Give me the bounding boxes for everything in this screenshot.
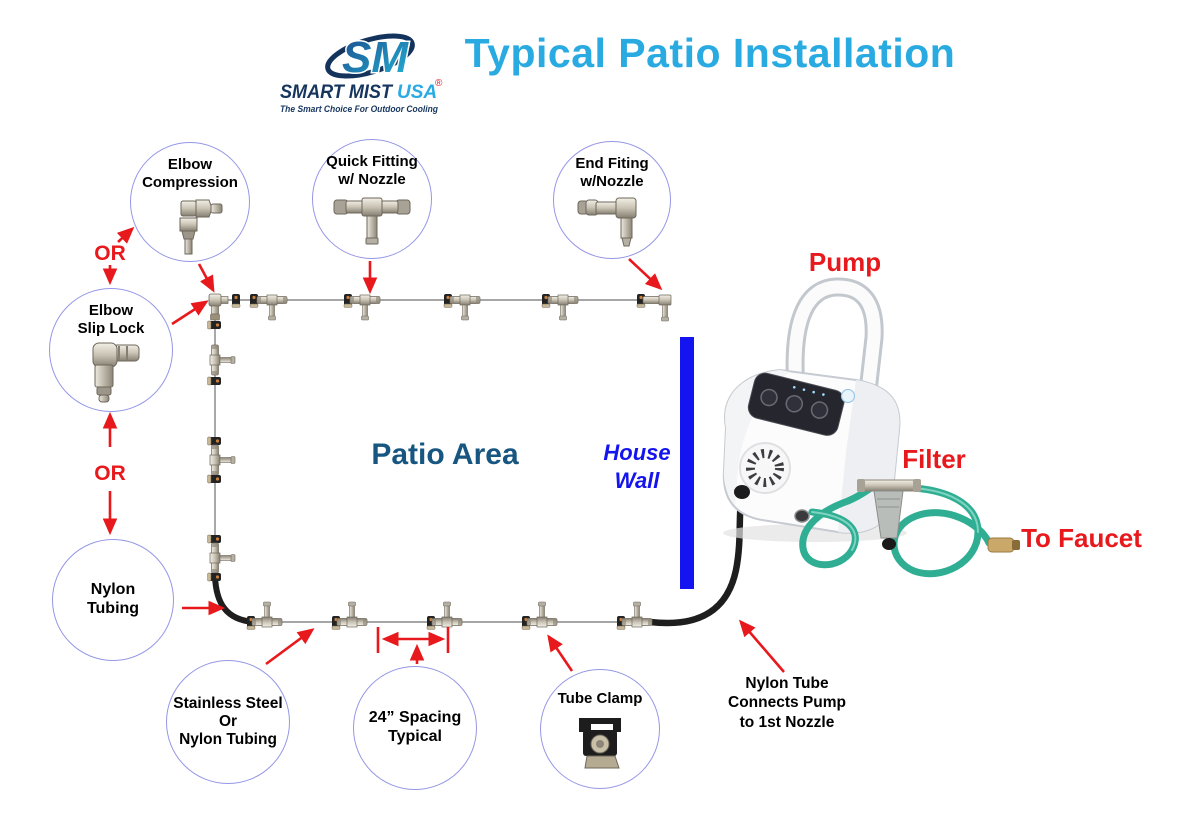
to-faucet-label: To Faucet — [1021, 523, 1142, 553]
faucet-fitting — [987, 537, 1020, 553]
callout-label: Nylon Tubing — [86, 581, 140, 617]
or-label-top: OR — [94, 242, 126, 265]
callout-nylon-tubing: Nylon Tubing — [52, 539, 174, 661]
end-fitting-photo — [577, 197, 637, 247]
logo-monogram: SM — [342, 33, 409, 82]
quick-fitting-photo — [333, 197, 411, 245]
logo-name: SMART MIST — [280, 82, 393, 103]
house-wall-label: House Wall — [603, 440, 671, 493]
logo-swoosh — [325, 33, 415, 79]
callout-elbow-compression: Elbow Compression — [130, 142, 250, 262]
nylon-tube-pump-to-nozzle — [646, 490, 746, 627]
callout-label: End Fiting w/Nozzle — [575, 155, 649, 190]
pump-label: Pump — [808, 247, 882, 277]
callout-label: 24” Spacing Typical — [368, 709, 462, 745]
red-arrows — [102, 226, 785, 673]
pump-control-panel — [747, 372, 845, 436]
page-title: Typical Patio Installation — [464, 30, 956, 76]
arrow-end-fitting — [628, 258, 663, 291]
elbow-compression-photo — [179, 199, 223, 255]
elbow-slip-lock-photo — [92, 342, 140, 403]
filter-label: Filter — [902, 444, 966, 474]
callout-quick-fitting: Quick Fitting w/ Nozzle — [312, 139, 432, 259]
pump-logo-badge — [840, 388, 856, 404]
arrow-elbow-compression — [197, 263, 215, 293]
garden-hose — [799, 484, 993, 578]
arrow-stainless-steel — [265, 628, 315, 666]
patio-area-label: Patio Area — [371, 438, 519, 471]
nylon-tube-corner — [212, 573, 257, 625]
tube-clamp-photo — [579, 717, 621, 769]
house-wall-bar — [680, 337, 694, 589]
callout-label: Tube Clamp — [557, 690, 643, 707]
or-label-bottom: OR — [94, 462, 126, 485]
smart-mist-logo: SM SMART MIST USA ® The Smart Choice For… — [280, 32, 443, 115]
pump-unit — [722, 277, 907, 542]
callout-label: Stainless Steel Or Nylon Tubing — [173, 694, 283, 749]
callout-elbow-slip-lock: Elbow Slip Lock — [49, 288, 173, 412]
pump-outlet-port — [734, 485, 750, 499]
callout-stainless-steel: Stainless Steel Or Nylon Tubing — [166, 660, 290, 784]
logo-region: USA — [397, 82, 437, 103]
arrow-or-top-up — [116, 226, 135, 244]
arrow-pump-tube — [738, 619, 785, 673]
bottom-edge-fittings — [246, 601, 653, 630]
arrow-elbow-slip-lock — [171, 300, 209, 326]
callout-spacing: 24” Spacing Typical — [353, 666, 477, 790]
pump-tube-note: Nylon Tube Connects Pump to 1st Nozzle — [728, 675, 846, 731]
arrow-tube-clamp — [547, 634, 574, 672]
left-edge-fittings — [207, 320, 236, 582]
top-edge-fittings — [208, 293, 672, 322]
callout-label: Quick Fitting w/ Nozzle — [326, 153, 418, 188]
inline-filter — [857, 479, 921, 550]
pump-inlet-port — [794, 509, 810, 523]
logo-registered: ® — [435, 78, 443, 89]
callout-tube-clamp: Tube Clamp — [540, 669, 660, 789]
callout-label: Elbow Slip Lock — [77, 302, 145, 337]
callout-end-fitting: End Fiting w/Nozzle — [553, 141, 671, 259]
logo-tagline: The Smart Choice For Outdoor Cooling — [280, 104, 438, 114]
callout-label: Elbow Compression — [142, 156, 238, 191]
